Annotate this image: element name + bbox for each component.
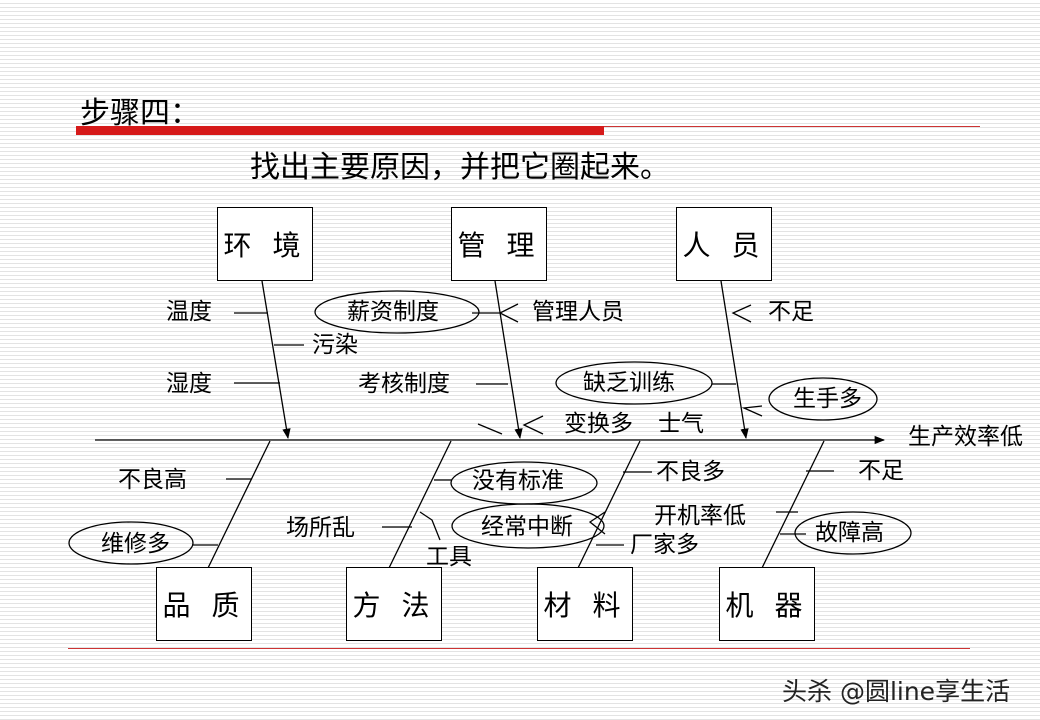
bone-method [388, 440, 452, 569]
circle-guzhang [794, 511, 912, 555]
circle-xinzi [314, 290, 480, 334]
circle-shengshou [768, 377, 878, 421]
cause-buzu-people: 不足 [768, 299, 814, 325]
bone-mgmt [494, 280, 523, 440]
category-box-env: 环 境 [217, 207, 313, 281]
cause-buzu-machine: 不足 [858, 458, 904, 484]
cause-wendu: 温度 [166, 299, 212, 325]
outcome-label: 生产效率低 [908, 424, 1023, 450]
category-box-mgmt: 管 理 [451, 207, 547, 281]
circle-jingchang [451, 503, 605, 549]
cause-changsuo: 场所乱 [286, 515, 355, 541]
cause-weixiu: 维修多 [101, 531, 170, 557]
cause-wuran: 污染 [312, 332, 358, 358]
cause-gongju: 工具 [426, 544, 472, 570]
category-box-material: 材 料 [537, 567, 633, 641]
cause-meiyou-biaozhun: 没有标准 [472, 468, 564, 494]
bone-quality [207, 440, 271, 569]
cause-guzhang: 故障高 [815, 520, 884, 546]
cause-kaohe: 考核制度 [358, 371, 450, 397]
circle-weixiu [68, 521, 194, 565]
cause-bianhuan: 变换多 [564, 411, 633, 437]
circle-quefa [555, 361, 713, 405]
cause-jingchang: 经常中断 [481, 514, 573, 540]
bone-env [261, 280, 291, 440]
heading-underline-bar [76, 126, 604, 135]
category-box-machine: 机 器 [719, 567, 815, 641]
instruction-text: 找出主要原因，并把它圈起来。 [250, 150, 670, 185]
cause-buliang-duo: 不良多 [656, 459, 725, 485]
cause-quefa: 缺乏训练 [583, 370, 675, 396]
bone-people [720, 280, 749, 440]
cause-guanli-renyuan: 管理人员 [532, 299, 624, 325]
footer-rule [68, 648, 970, 649]
category-box-quality: 品 质 [156, 567, 252, 641]
bone-material [577, 440, 641, 569]
cause-xinzi: 薪资制度 [347, 299, 439, 325]
category-box-people: 人 员 [676, 207, 772, 281]
cause-kaiji: 开机率低 [654, 503, 746, 529]
cause-buliang-gao: 不良高 [118, 467, 187, 493]
cause-changjia: 厂家多 [630, 532, 699, 558]
bone-machine [761, 440, 825, 569]
heading-rule [604, 126, 980, 127]
cause-shidu: 湿度 [166, 371, 212, 397]
step-heading: 步骤四： [80, 96, 200, 131]
category-box-method: 方 法 [346, 567, 442, 641]
watermark-text: 头杀 @圆line享生活 [782, 677, 1011, 706]
cause-shiqi: 士气 [658, 411, 704, 437]
cause-shengshou: 生手多 [793, 386, 862, 412]
